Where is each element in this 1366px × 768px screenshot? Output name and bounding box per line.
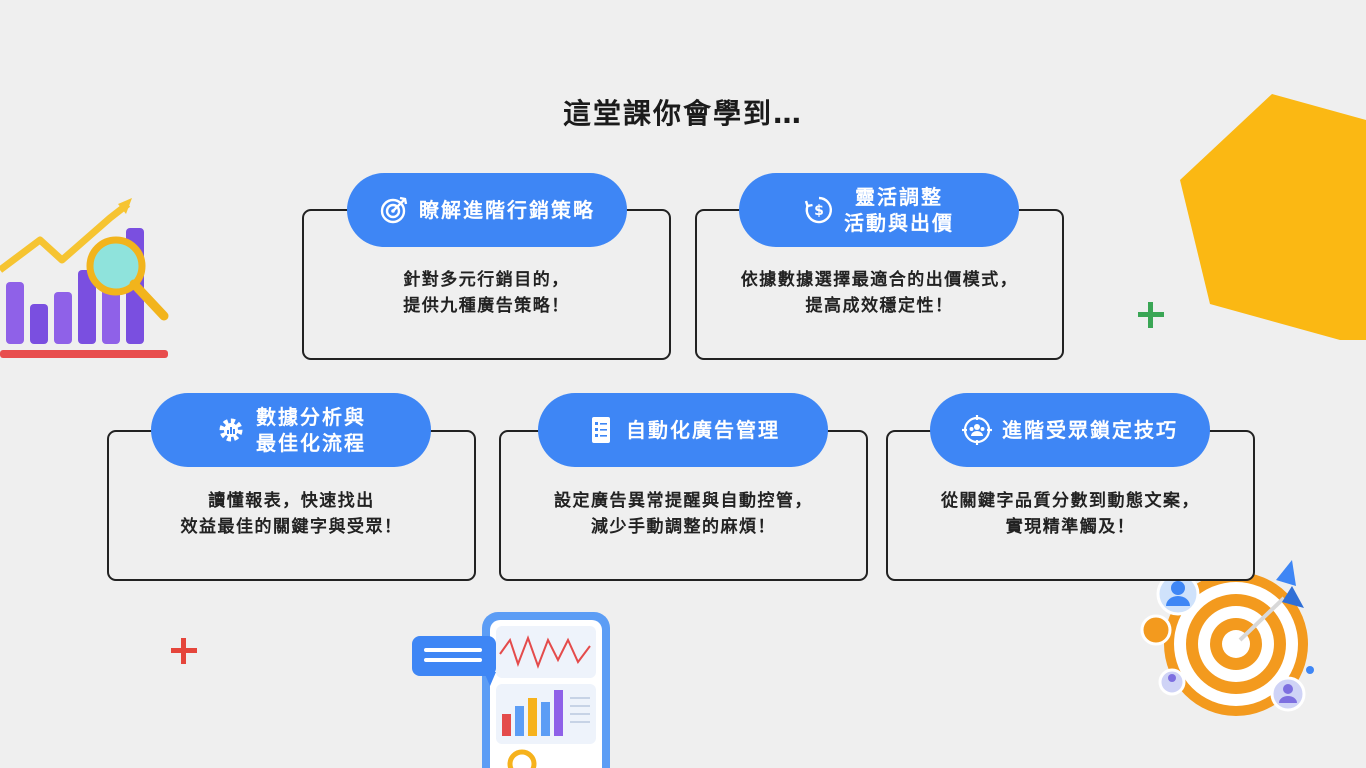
card-description: 讀懂報表，快速找出 效益最佳的關鍵字與受眾！	[180, 491, 403, 537]
audience-target-icon	[962, 415, 992, 445]
card-description: 設定廣告異常提醒與自動控管， 減少手動調整的麻煩！	[554, 491, 813, 537]
dart-target-illustration	[1140, 560, 1314, 716]
card-title: 自動化廣告管理	[626, 418, 780, 442]
card-description: 依據數據選擇最適合的出價模式， 提高成效穩定性！	[740, 270, 1019, 316]
yellow-hexagon-decoration	[1180, 94, 1366, 340]
card-title: 數據分析與 最佳化流程	[256, 405, 366, 455]
card-title-pill: 數據分析與 最佳化流程	[151, 393, 431, 467]
checklist-icon	[586, 415, 616, 445]
phone-analytics-illustration	[412, 612, 610, 768]
growth-chart-illustration	[0, 198, 169, 358]
card-title: 靈活調整 活動與出價	[844, 185, 954, 235]
card-title-pill: 自動化廣告管理	[538, 393, 828, 467]
dollar-cycle-icon: $	[804, 195, 834, 225]
card-description: 針對多元行銷目的， 提供九種廣告策略！	[403, 270, 570, 316]
svg-text:$: $	[814, 203, 824, 219]
gear-chart-icon	[216, 415, 246, 445]
card-title: 進階受眾鎖定技巧	[1002, 418, 1178, 442]
card-title: 瞭解進階行銷策略	[419, 198, 595, 222]
page-title: 這堂課你會學到…	[562, 97, 803, 130]
card-title-pill: 瞭解進階行銷策略	[347, 173, 627, 247]
green-plus-decoration	[1138, 302, 1164, 328]
card-title-pill: 進階受眾鎖定技巧	[930, 393, 1210, 467]
card-description: 從關鍵字品質分數到動態文案， 實現精準觸及！	[941, 491, 1200, 537]
red-plus-decoration	[171, 638, 197, 664]
card-title-pill: $ 靈活調整 活動與出價	[739, 173, 1019, 247]
target-icon	[379, 195, 409, 225]
